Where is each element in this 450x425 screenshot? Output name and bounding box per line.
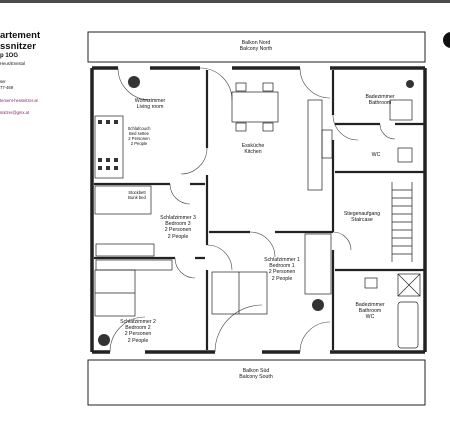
contact-label: ser	[0, 79, 6, 84]
phone-text: 77-469	[0, 85, 14, 90]
apartment-title-line-1: artement	[0, 30, 41, 41]
armchair-living	[128, 76, 140, 88]
armchair-bedroom-2	[98, 334, 110, 346]
armchair-bedroom-1	[312, 299, 324, 311]
plant-bathroom	[406, 80, 414, 88]
address-text: Heus/Ennstal	[0, 61, 25, 66]
floor-label: p 1OG	[0, 53, 19, 59]
balcony-south-outline	[87, 359, 426, 406]
website-link[interactable]: tement-hessnitzer.at	[0, 98, 38, 103]
apartment-title-line-2: ssnitzer	[0, 41, 36, 52]
label-wc-top: WC	[371, 152, 381, 158]
compass-icon	[443, 32, 450, 48]
email-link[interactable]: snitzer@gmx.at	[0, 110, 30, 115]
balcony-north-outline	[87, 31, 426, 63]
top-bar	[0, 0, 450, 3]
